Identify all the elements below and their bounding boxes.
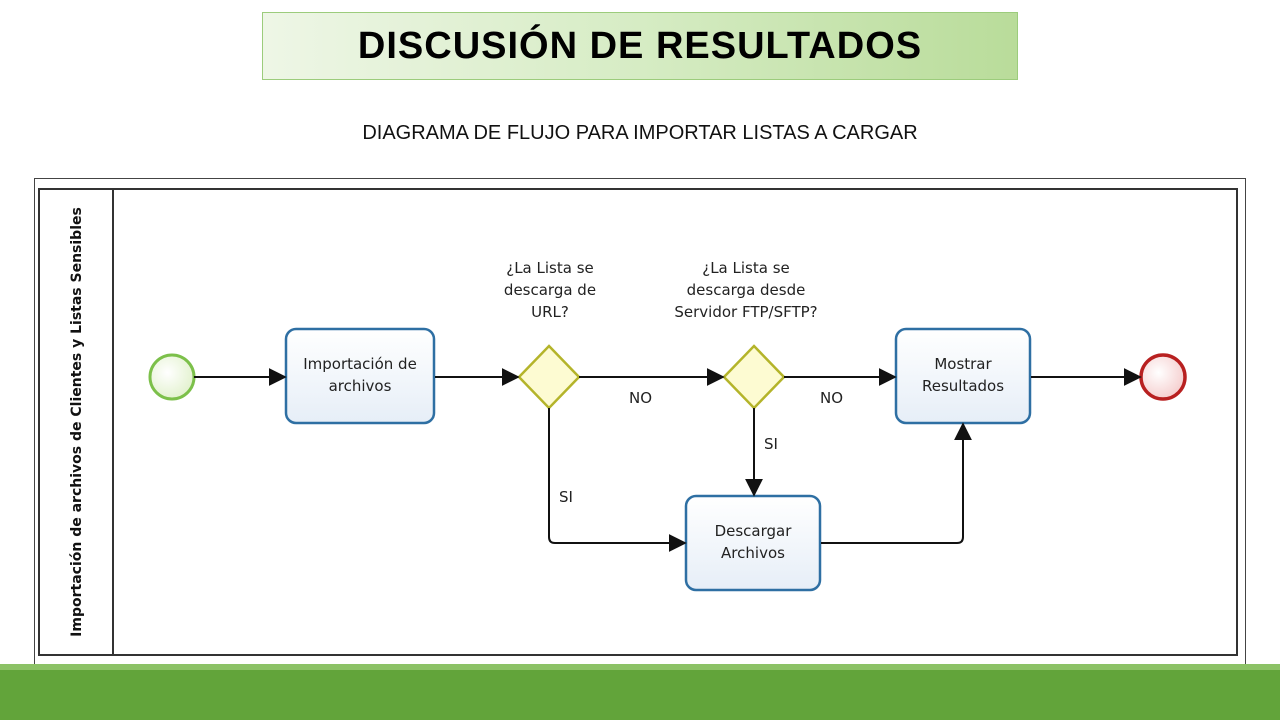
flow-label-no-2: NO: [820, 389, 843, 407]
flow-label-si-1: SI: [559, 488, 573, 506]
task-mostrar-line1: Mostrar: [934, 355, 992, 373]
flow-gateway-url-si: [548, 408, 687, 552]
flow-label-si-2: SI: [764, 435, 778, 453]
flow-descargar-to-mostrar: [821, 422, 972, 544]
gateway-ftp-question-line2: descarga desde: [687, 281, 806, 299]
task-descargar-line1: Descargar: [715, 522, 793, 540]
flowchart-diagram: Importación de archivos de Clientes y Li…: [34, 178, 1246, 670]
gateway-ftp-question-line1: ¿La Lista se: [702, 259, 790, 277]
gateway-ftp-question-line3: Servidor FTP/SFTP?: [674, 303, 817, 321]
gateway-url-question-line1: ¿La Lista se: [506, 259, 594, 277]
title-banner: DISCUSIÓN DE RESULTADOS: [262, 12, 1018, 80]
gateway-url-question-line3: URL?: [531, 303, 569, 321]
flow-label-no-1: NO: [629, 389, 652, 407]
task-mostrar-resultados: Mostrar Resultados: [894, 327, 1032, 425]
footer-bar: [0, 670, 1280, 720]
footer-accent-line: [0, 664, 1280, 670]
pool-frame: [38, 188, 1238, 656]
gateway-url-question-line2: descarga de: [504, 281, 596, 299]
end-event: [1139, 353, 1187, 401]
task-descargar-archivos: Descargar Archivos: [684, 494, 822, 592]
task-importacion-line1: Importación de: [303, 355, 417, 373]
diagram-subtitle: DIAGRAMA DE FLUJO PARA IMPORTAR LISTAS A…: [362, 122, 918, 144]
start-event: [148, 353, 196, 401]
task-descargar-line2: Archivos: [721, 544, 785, 562]
task-mostrar-line2: Resultados: [922, 377, 1004, 395]
task-importacion-line2: archivos: [329, 377, 392, 395]
task-importacion-archivos: Importación de archivos: [284, 327, 436, 425]
pool-label: Importación de archivos de Clientes y Li…: [69, 207, 85, 637]
page-title: DISCUSIÓN DE RESULTADOS: [357, 24, 923, 67]
